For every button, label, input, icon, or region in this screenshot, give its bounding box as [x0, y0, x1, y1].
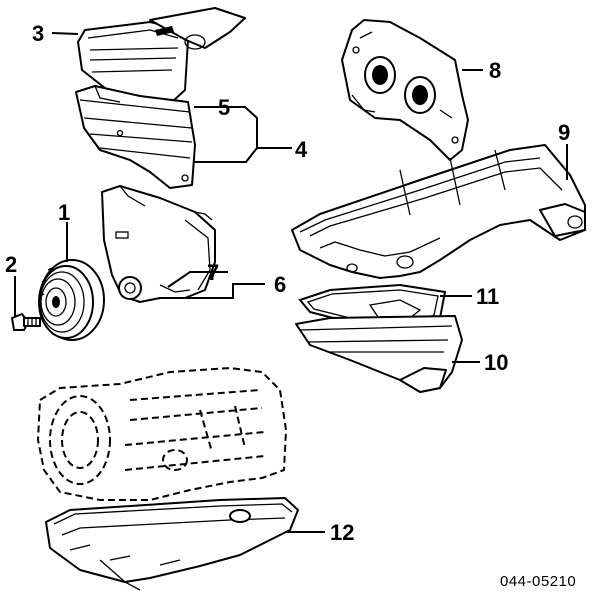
callout-labels: 1 2 3 4 5 6 7 8 9 10 11 12 [5, 21, 570, 545]
pulley-bolt-part [11, 313, 41, 331]
timing-cover-middle-part [75, 85, 196, 189]
figure-code: 044-05210 [500, 573, 576, 590]
timing-cover-top-part [77, 7, 246, 103]
callout-11: 11 [476, 284, 499, 309]
oil-pan-upper-part [291, 144, 586, 279]
timing-belt-rear-plate-part [341, 19, 469, 161]
callout-12: 12 [330, 520, 354, 545]
transmission-oil-pan-part [45, 497, 299, 591]
callout-2: 2 [5, 252, 17, 277]
callout-10: 10 [484, 350, 508, 375]
callout-1: 1 [58, 200, 70, 225]
callout-6: 6 [274, 272, 286, 297]
callout-3: 3 [32, 21, 44, 46]
oil-pan-lower-part [295, 315, 463, 393]
callout-7: 7 [207, 260, 219, 285]
timing-cover-lower-part [101, 185, 216, 303]
transmission-outline [36, 366, 288, 501]
crankshaft-pulley-part [38, 259, 105, 341]
callout-8: 8 [489, 58, 501, 83]
leader-lines [14, 32, 568, 533]
callout-9: 9 [558, 120, 570, 145]
callout-5: 5 [218, 95, 230, 120]
callout-4: 4 [295, 137, 308, 162]
